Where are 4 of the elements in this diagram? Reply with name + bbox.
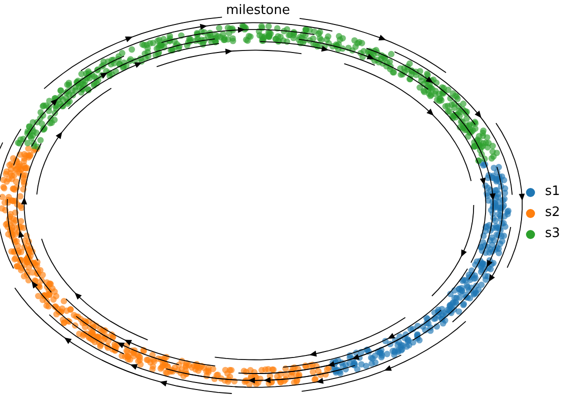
plot-title: milestone bbox=[226, 2, 290, 20]
legend-label: s3 bbox=[545, 225, 560, 244]
legend-label: s1 bbox=[545, 183, 560, 202]
legend-label: s2 bbox=[545, 204, 560, 222]
